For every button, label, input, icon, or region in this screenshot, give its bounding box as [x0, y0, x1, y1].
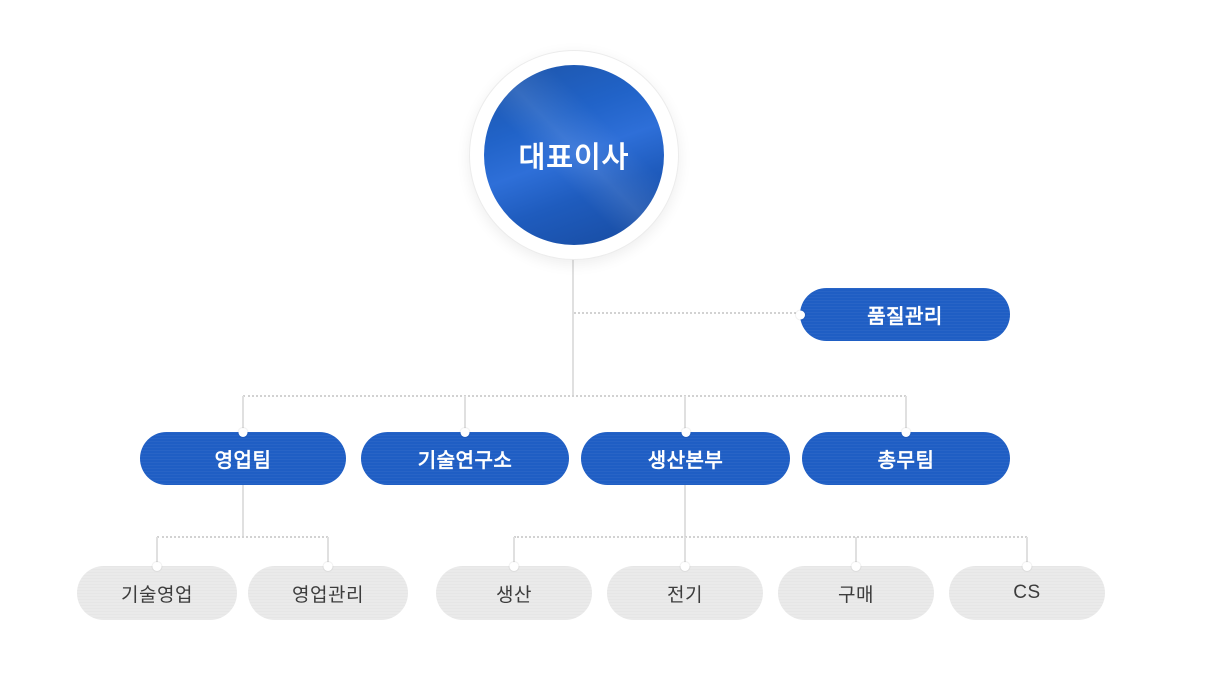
connector-dot — [460, 428, 470, 437]
node-sales-team: 영업팀 — [140, 428, 346, 485]
connector-drop-sales — [242, 396, 244, 430]
connector-quality-horizontal — [574, 312, 800, 314]
connector-level2-horizontal — [243, 395, 906, 397]
connector-dot — [680, 562, 690, 571]
node-ceo: 대표이사 — [469, 50, 679, 260]
connector-drop-cs — [1026, 537, 1028, 565]
node-label: 대표이사 — [518, 142, 630, 174]
node-label: 영업팀 — [214, 450, 272, 472]
connector-drop-tech-sales — [156, 537, 158, 565]
node-electric-team: 전기 — [607, 562, 763, 620]
node-purchasing-team: 구매 — [778, 562, 934, 620]
connector-drop-general — [905, 396, 907, 430]
node-label: 총무팀 — [877, 450, 935, 472]
connector-drop-purchasing — [855, 537, 857, 565]
connector-dot — [238, 428, 248, 437]
connector-dot — [152, 562, 162, 571]
node-production-hq: 생산본부 — [581, 428, 790, 485]
node-label: CS — [1013, 582, 1041, 603]
connector-dot — [509, 562, 519, 571]
connector-drop-production — [684, 396, 686, 430]
connector-dot — [681, 428, 690, 437]
node-label: 생산 — [496, 584, 532, 606]
connector-drop-electric — [684, 537, 686, 565]
connector-dot — [851, 562, 861, 571]
node-label: 기술영업 — [121, 584, 193, 606]
connector-drop-sales-admin — [327, 537, 329, 565]
node-label: 전기 — [667, 584, 703, 606]
node-label: 구매 — [838, 584, 874, 606]
node-sales-admin: 영업관리 — [248, 562, 408, 620]
connector-dot — [901, 428, 911, 437]
node-tech-sales: 기술영업 — [77, 562, 237, 620]
connector-production-children-horizontal — [514, 536, 1027, 538]
node-production-team: 생산 — [436, 562, 592, 620]
node-label: 품질관리 — [867, 306, 943, 328]
connector-dot — [1022, 562, 1032, 571]
node-label: 기술연구소 — [417, 450, 513, 472]
node-tech-research: 기술연구소 — [361, 428, 569, 485]
connector-sales-subtree-vertical — [242, 485, 244, 537]
node-label: 생산본부 — [647, 450, 724, 472]
connector-production-subtree-vertical — [684, 485, 686, 537]
connector-drop-production-team — [513, 537, 515, 565]
connector-trunk-vertical — [572, 256, 574, 396]
node-quality-management: 품질관리 — [796, 288, 1010, 341]
connector-drop-research — [464, 396, 466, 430]
connector-dot — [323, 562, 333, 571]
node-general-affairs: 총무팀 — [802, 428, 1010, 485]
node-label: 영업관리 — [292, 584, 364, 606]
node-cs-team: CS — [949, 562, 1105, 620]
ceo-circle: 대표이사 — [484, 65, 664, 245]
connector-sales-children-horizontal — [157, 536, 328, 538]
connector-dot — [796, 310, 805, 319]
